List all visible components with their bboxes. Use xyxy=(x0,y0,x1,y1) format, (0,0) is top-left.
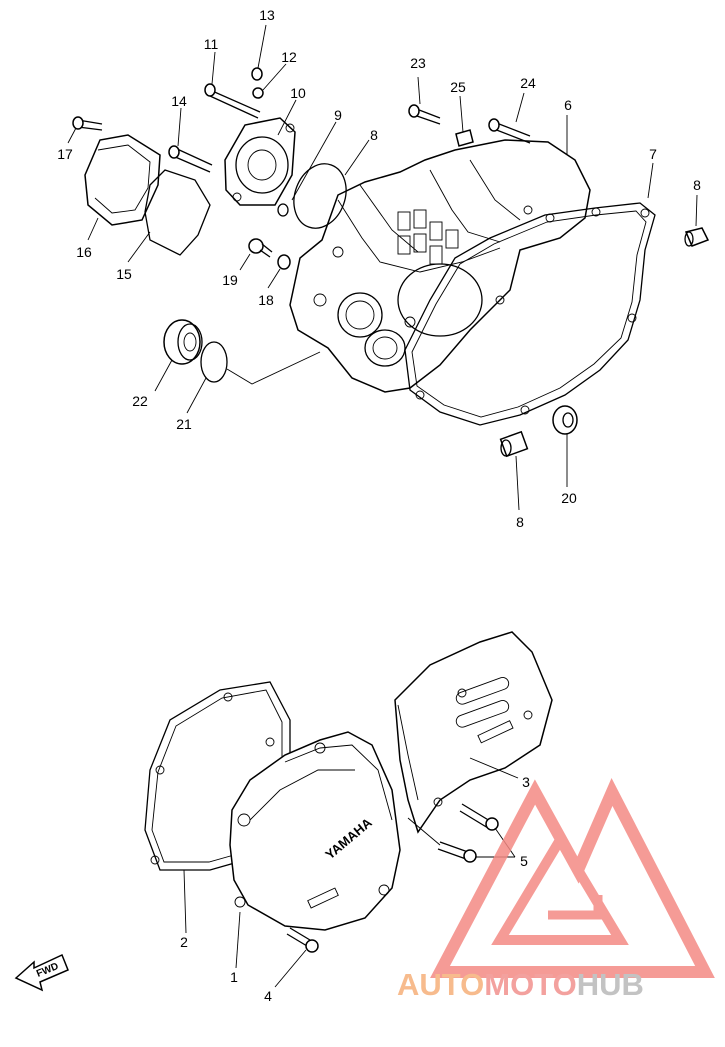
clamp-26 xyxy=(455,129,474,147)
cover-17 xyxy=(84,134,161,226)
label-20: 19 xyxy=(222,272,238,288)
gasket-7 xyxy=(404,202,656,426)
label-10: 9 xyxy=(334,107,342,123)
label-18: 17 xyxy=(57,146,73,162)
label-17: 16 xyxy=(76,244,92,260)
bolt-14 xyxy=(251,67,263,81)
fwd-arrow: FWD xyxy=(14,953,69,992)
dowel-pin-8-lower xyxy=(499,430,529,458)
watermark-hub: HUB xyxy=(577,967,644,1002)
bolt-24 xyxy=(408,104,441,125)
label-3: 3 xyxy=(522,774,530,790)
label-13: 12 xyxy=(281,49,297,65)
part-number-labels: 13 11 12 10 9 8 14 17 16 15 19 18 22 21 … xyxy=(57,7,701,1004)
watermark-auto: AUTO xyxy=(397,967,484,1002)
watermark-moto: MOTO xyxy=(484,967,576,1002)
magneto-cover-1: YAMAHA xyxy=(229,731,401,931)
bolt-5-lower xyxy=(437,841,477,863)
label-23: 22 xyxy=(132,393,148,409)
label-1: 1 xyxy=(230,969,238,985)
bolt-12 xyxy=(204,83,261,119)
label-6: 6 xyxy=(564,97,572,113)
cover-3 xyxy=(394,631,553,834)
label-24: 23 xyxy=(410,55,426,71)
bolt-5-upper xyxy=(459,803,499,831)
seal-21 xyxy=(552,405,578,435)
bolt-25 xyxy=(488,118,531,144)
bolt-18 xyxy=(72,116,103,131)
label-12: 11 xyxy=(204,36,219,52)
bolt-4 xyxy=(286,927,319,953)
label-5: 5 xyxy=(520,853,528,869)
label-2: 2 xyxy=(180,934,188,950)
o-ring-9 xyxy=(293,163,347,229)
watermark-text: AUTOMOTOHUB xyxy=(397,967,644,1002)
label-7: 7 xyxy=(649,146,657,162)
label-9: 8 xyxy=(370,127,378,143)
label-8-lower: 8 xyxy=(516,514,524,530)
label-22: 21 xyxy=(176,416,192,432)
label-25: 24 xyxy=(520,75,536,91)
automotohub-logo-icon xyxy=(430,778,715,978)
label-8-upper: 8 xyxy=(693,177,701,193)
o-ring-10 xyxy=(277,203,289,217)
seal-23 xyxy=(163,319,203,365)
label-11: 10 xyxy=(290,85,306,101)
crankcase xyxy=(289,139,591,393)
o-ring-22 xyxy=(200,341,228,383)
washer-13 xyxy=(252,87,264,99)
pump-cover-11 xyxy=(224,117,296,206)
automotohub-watermark: AUTOMOTOHUB xyxy=(397,778,715,1002)
label-26: 25 xyxy=(450,79,466,95)
label-4: 4 xyxy=(264,988,272,1004)
dowel-pin-8-upper xyxy=(684,227,710,247)
leader-lines-upper xyxy=(67,24,698,511)
label-15: 14 xyxy=(171,93,187,109)
bolt-20 xyxy=(248,238,273,258)
label-19: 18 xyxy=(258,292,274,308)
washer-19 xyxy=(277,254,291,270)
gasket-16 xyxy=(144,169,211,256)
label-21: 20 xyxy=(561,490,577,506)
label-14: 13 xyxy=(259,7,275,23)
bolt-15 xyxy=(168,145,213,173)
label-16: 15 xyxy=(116,266,132,282)
